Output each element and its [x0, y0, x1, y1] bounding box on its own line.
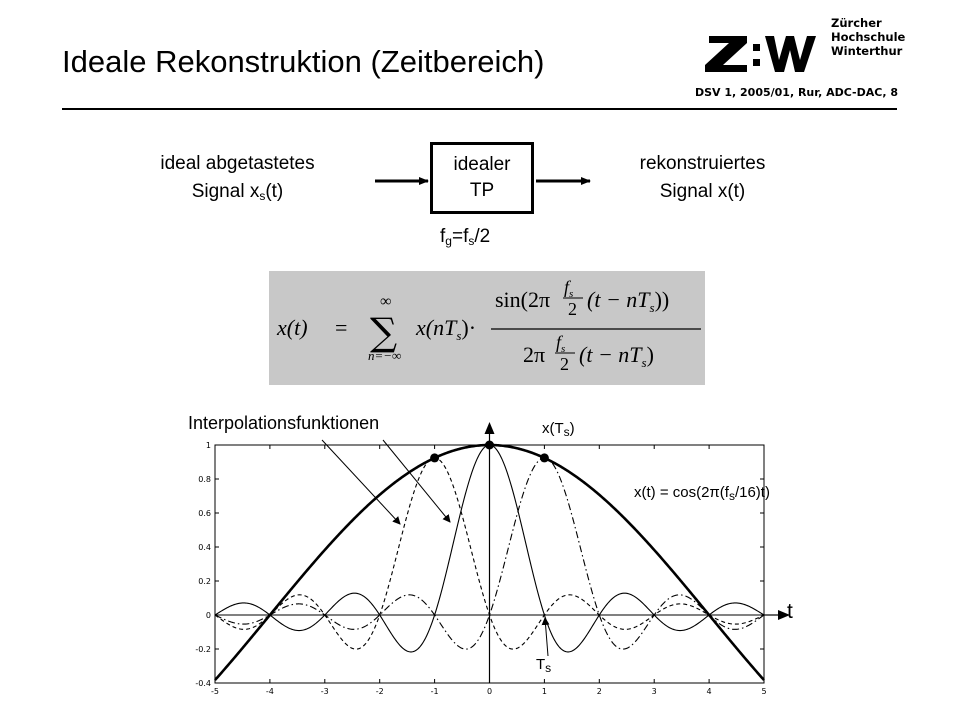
y-tick-label: -0.2 — [195, 645, 211, 654]
interp-arrow-2 — [382, 439, 451, 523]
output-line-1: rekonstruiertes — [639, 153, 766, 174]
formula-term: x(nTs)· — [415, 315, 476, 343]
sample-dot-2 — [485, 440, 494, 450]
time-axis-label: t — [787, 600, 793, 623]
sample-value-label: x(Ts) — [542, 420, 575, 439]
denominator-arg: (t − nTs) — [579, 342, 654, 370]
denominator-fs: fs — [556, 332, 565, 355]
y-tick-label: 1 — [206, 441, 211, 450]
denominator-2pi: 2π — [523, 342, 545, 367]
formula-lhs: x(t) — [276, 315, 308, 340]
numerator-sin: sin(2π — [495, 287, 550, 312]
block-arrows — [375, 177, 591, 185]
x-tick-label: 4 — [707, 687, 712, 696]
input-line-2: Signal xs(t) — [191, 181, 284, 203]
series-curve-4 — [214, 457, 765, 650]
output-line-2: Signal x(t) — [659, 181, 746, 202]
x-tick-label: 1 — [542, 687, 547, 696]
x-tick-label: 2 — [597, 687, 602, 696]
logo-dot-top — [753, 44, 760, 51]
y-tick-label: 0.4 — [198, 543, 211, 552]
output-signal-label: rekonstruiertes Signal x(t) — [595, 150, 810, 206]
x-tick-label: -4 — [266, 687, 274, 696]
cutoff-frequency-label: fg=fs/2 — [440, 226, 491, 248]
x-tick-label: -2 — [376, 687, 384, 696]
filter-label-1: idealer — [453, 154, 511, 175]
page-title: Ideale Rekonstruktion (Zeitbereich) — [62, 44, 545, 79]
sum-sign: ∑ — [370, 310, 397, 354]
logo-z-shape — [705, 36, 747, 72]
sample-period-label: Ts — [536, 656, 552, 675]
x-tick-label: -3 — [321, 687, 329, 696]
sample-dot-3 — [539, 453, 549, 463]
x-tick-label: -5 — [211, 687, 219, 696]
ts-arrow — [541, 617, 550, 657]
institution-name: Zürcher Hochschule Winterthur — [831, 16, 905, 58]
y-tick-label: 0 — [206, 611, 211, 620]
filter-label-2: TP — [469, 180, 495, 201]
denominator-two: 2 — [560, 354, 569, 374]
logo-dot-bottom — [753, 59, 760, 66]
x-tick-label: 3 — [652, 687, 657, 696]
sum-upper-limit: ∞ — [380, 293, 391, 310]
title-divider — [62, 108, 897, 110]
y-tick-label: 0.2 — [198, 577, 211, 586]
slide-footer: DSV 1, 2005/01, Rur, ADC-DAC, 8 — [694, 86, 898, 99]
institution-line-1: Zürcher — [831, 16, 882, 30]
formula-box: x(t) = ∞ ∑ n=−∞ x(nTs)· sin(2π fs 2 (t −… — [269, 271, 705, 385]
x-tick-label: 0 — [487, 687, 492, 696]
series-curve-2 — [214, 457, 765, 650]
sample-points — [430, 440, 549, 463]
lowpass-filter-block: idealer TP — [430, 142, 534, 214]
plot-axes: -5 -4 -3 -2 -1 0 1 2 3 4 5 -0.4 -0.2 0 0.2 0.4 0.6 0.8 1 — [195, 422, 790, 696]
input-signal-label: ideal abgetastetes Signal xs(t) — [130, 150, 345, 210]
numerator-fs: fs — [564, 277, 573, 300]
signal-formula-label: x(t) = cos(2π(fs/16)t) — [634, 484, 770, 503]
input-line-1: ideal abgetastetes — [160, 153, 315, 174]
y-tick-label: -0.4 — [195, 679, 211, 688]
y-axis-arrowhead — [484, 422, 495, 434]
institution-line-2: Hochschule — [831, 30, 906, 44]
t-axis-arrowhead — [778, 610, 790, 620]
x-tick-label: 5 — [761, 687, 766, 696]
reconstruction-formula: x(t) = ∞ ∑ n=−∞ x(nTs)· sin(2π fs 2 (t −… — [276, 277, 701, 374]
sum-lower-limit: n=−∞ — [368, 348, 401, 363]
y-tick-label: 0.8 — [198, 475, 211, 484]
x-tick-label: -1 — [431, 687, 439, 696]
formula-equals: = — [335, 315, 347, 340]
interpolation-label: Interpolationsfunktionen — [188, 413, 380, 433]
logo-w-shape — [765, 36, 816, 72]
zhw-logo — [705, 36, 816, 72]
y-tick-label: 0.6 — [198, 509, 211, 518]
numerator-arg: (t − nTs)) — [587, 287, 669, 315]
interp-arrow-1 — [321, 439, 401, 525]
numerator-two: 2 — [568, 299, 577, 319]
institution-line-3: Winterthur — [831, 44, 903, 58]
sample-dot-1 — [430, 453, 440, 463]
annotation-arrows — [321, 439, 550, 657]
